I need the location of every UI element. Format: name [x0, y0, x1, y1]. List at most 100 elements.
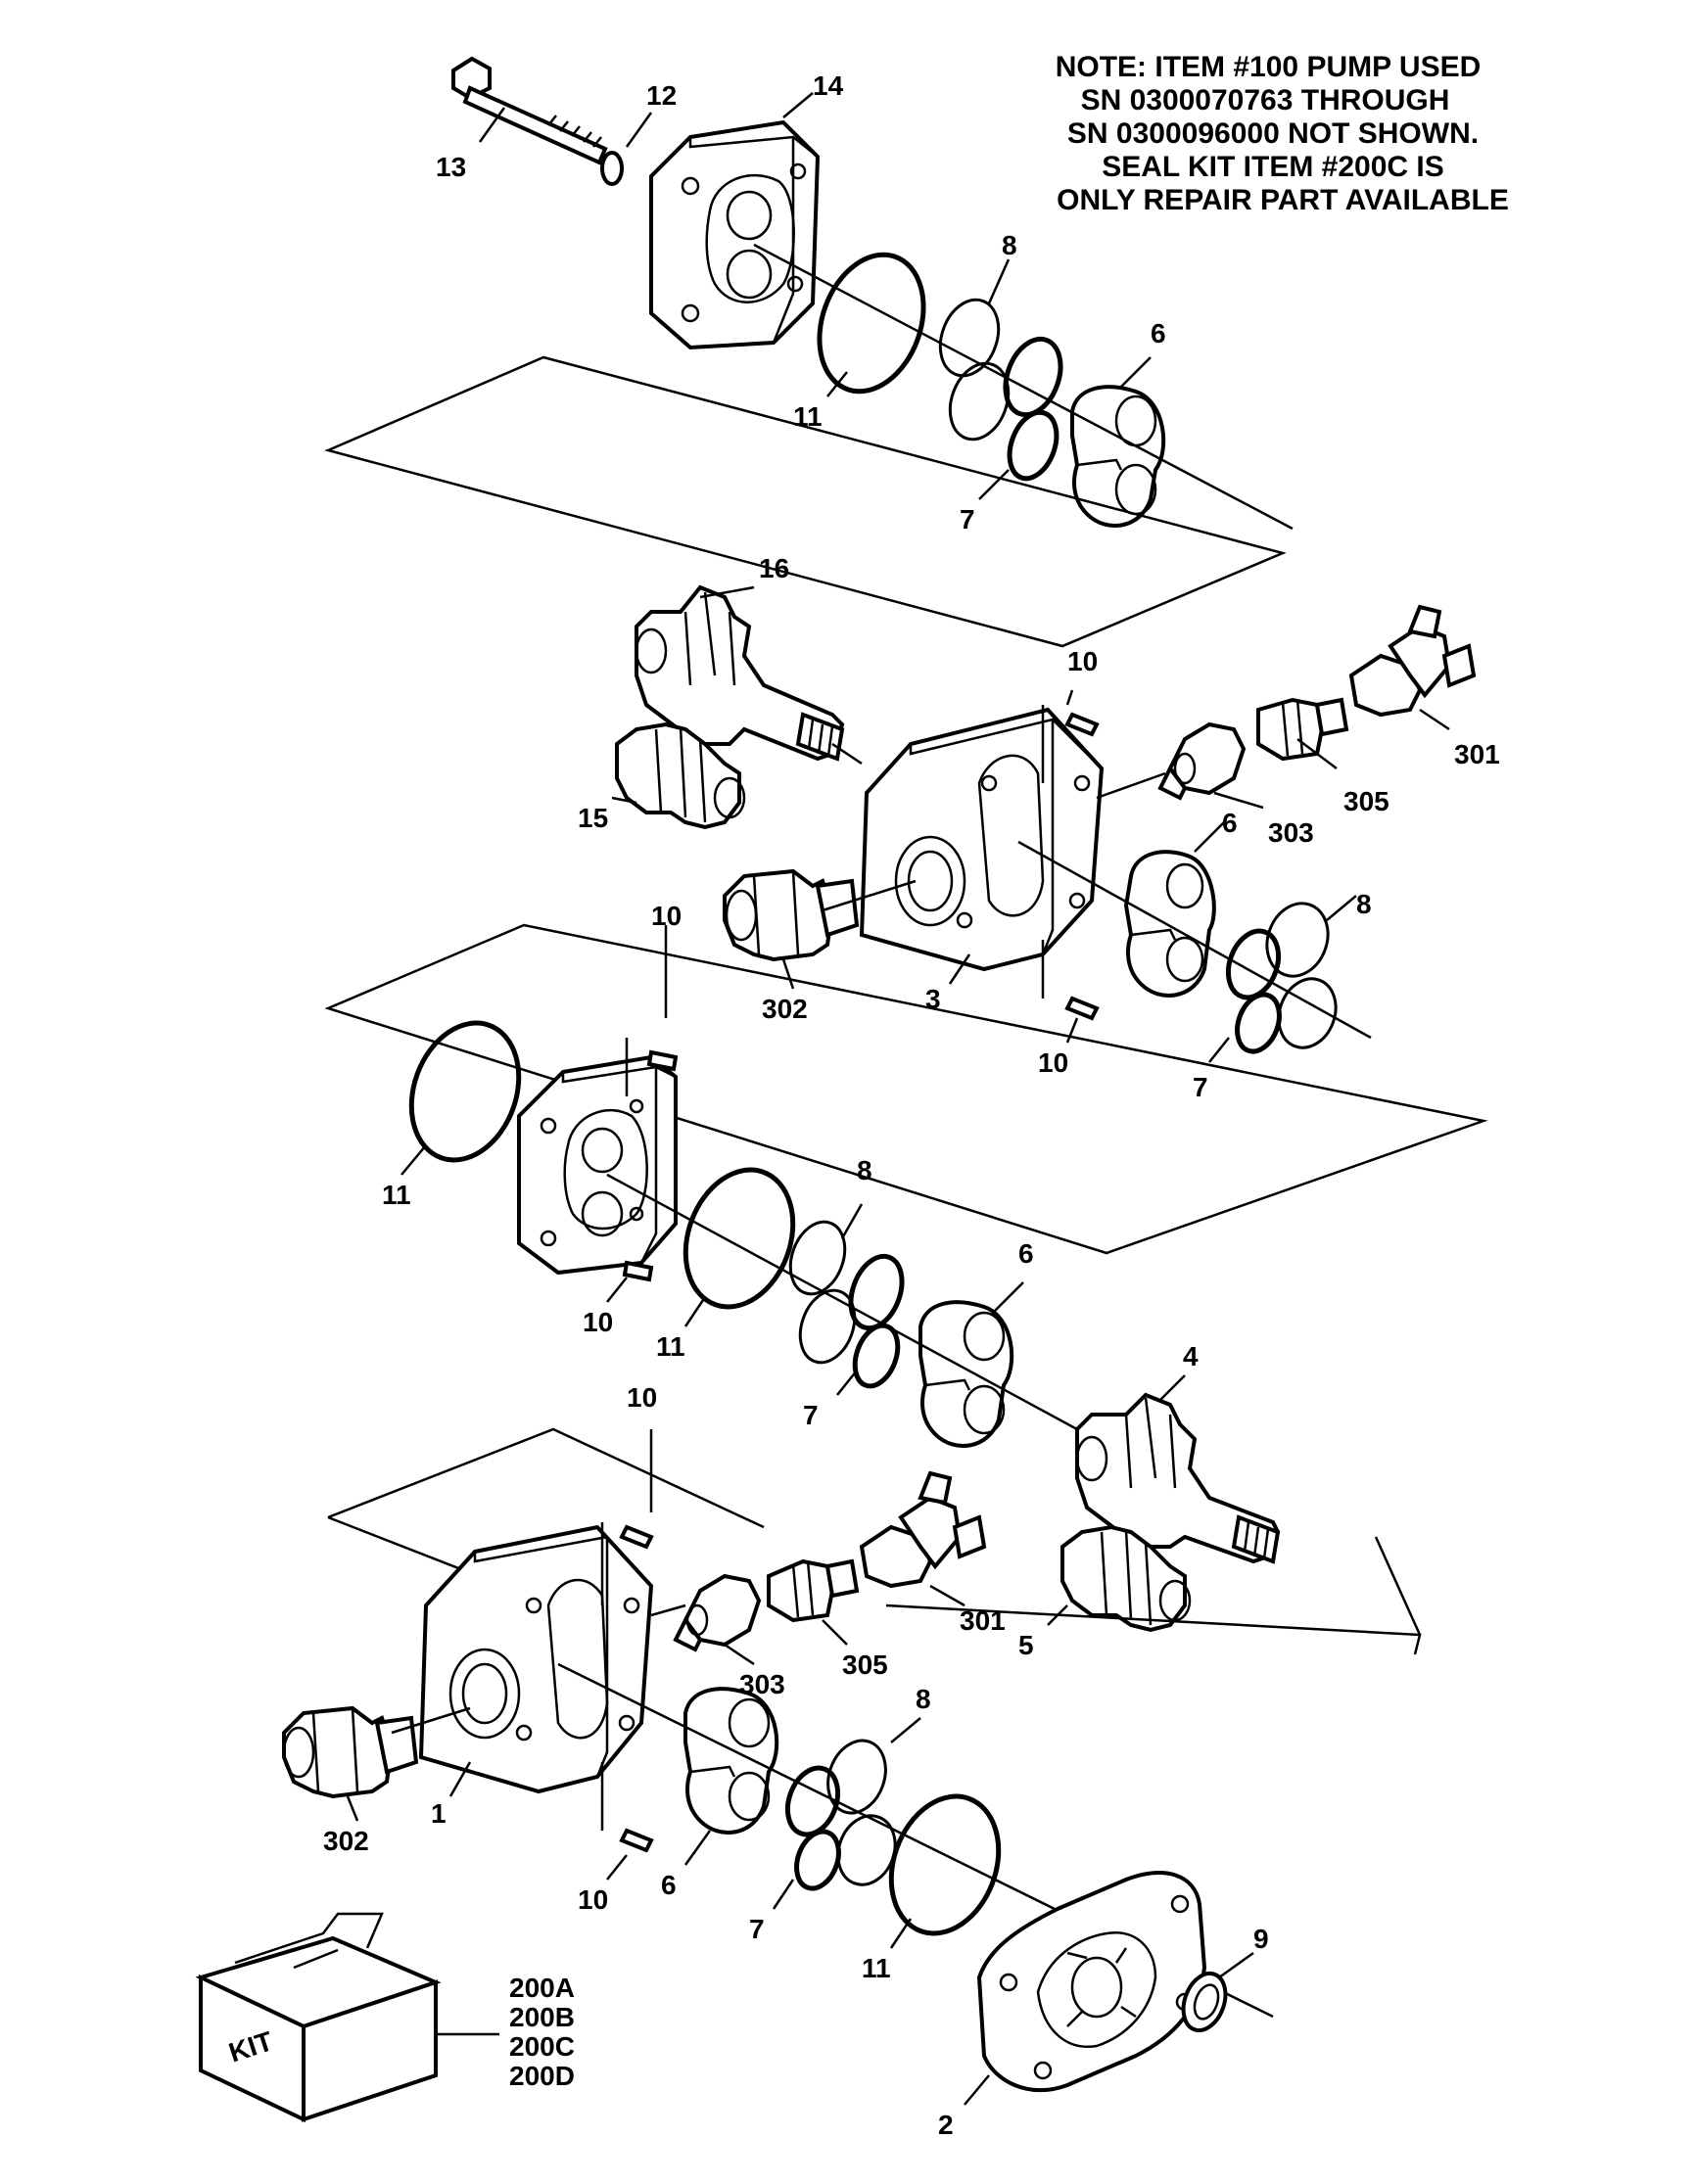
callout-10-plate-bottom: 10	[583, 1307, 613, 1337]
axis-line-upper-ports	[1096, 771, 1166, 800]
wear-plate	[517, 1054, 678, 1276]
callout-305-lower: 305	[842, 1650, 888, 1680]
axis-line-top	[753, 243, 1294, 531]
fitting-303-upper	[1157, 721, 1247, 801]
bearing-block-6-third	[918, 1300, 1014, 1448]
callout-10-middle-bottom: 10	[1038, 1047, 1068, 1078]
pump-housing-3	[859, 707, 1105, 972]
callout-10-housing-top: 10	[627, 1382, 657, 1413]
callout-305-upper: 305	[1343, 786, 1389, 816]
dowel-pin-10-housing-top	[619, 1524, 654, 1550]
dowel-pin-10-upper	[1064, 712, 1100, 737]
callout-labels: 13 12 14 8 6 11 7 16 10 301 305 303 15 6…	[323, 70, 1500, 2140]
callout-16: 16	[759, 553, 789, 583]
bearing-block-6-second	[1123, 850, 1216, 998]
dowel-pin-10-lower	[1064, 996, 1100, 1021]
assembly-frame-lower	[327, 1427, 1422, 1655]
callout-10-plate-top: 10	[651, 901, 682, 931]
o-ring-11-middle	[683, 1167, 796, 1310]
callout-5: 5	[1018, 1630, 1034, 1660]
callout-11-lower: 11	[862, 1953, 891, 1983]
gear-15	[615, 721, 746, 830]
callout-301-lower: 301	[960, 1605, 1006, 1636]
o-ring-11-lower	[888, 1793, 1002, 1936]
axis-line-middle	[606, 1173, 1078, 1431]
kit-item-200c: 200C	[509, 2031, 575, 2062]
end-cover-2	[976, 1871, 1207, 2093]
callout-6-second: 6	[1222, 808, 1238, 838]
gear-5	[1060, 1524, 1192, 1633]
fitting-303-lower	[673, 1573, 762, 1652]
o-ring-11-top	[817, 252, 926, 395]
kit-item-200a: 200A	[509, 1973, 575, 2003]
fitting-305-lower	[767, 1558, 860, 1623]
callout-11-middle-left: 11	[382, 1180, 411, 1210]
note-line-5: ONLY REPAIR PART AVAILABLE	[1057, 184, 1509, 216]
callout-12: 12	[646, 80, 677, 111]
callout-4: 4	[1183, 1341, 1199, 1371]
callout-302-lower: 302	[323, 1826, 369, 1856]
callout-6-lower: 6	[661, 1870, 677, 1900]
callout-2: 2	[938, 2110, 954, 2140]
seal-kit-box: KIT	[195, 1912, 442, 2123]
callout-15: 15	[578, 803, 608, 833]
callout-301-upper: 301	[1454, 739, 1500, 769]
callout-14: 14	[813, 70, 844, 101]
axis-line-upper-fitting	[822, 879, 917, 912]
washer-12	[600, 151, 624, 186]
dowel-pin-10-plate-top	[646, 1049, 679, 1072]
note-line-4: SEAL KIT ITEM #200C IS	[1102, 151, 1444, 183]
callout-303-lower: 303	[739, 1669, 785, 1699]
callout-11-middle: 11	[656, 1331, 685, 1362]
axis-line-upper-main	[1017, 840, 1372, 1040]
pump-housing-1	[418, 1524, 654, 1794]
fitting-301-upper	[1348, 604, 1477, 718]
kit-item-200b: 200B	[509, 2002, 575, 2032]
bolt-13	[451, 56, 608, 165]
note-line-3: SN 0300096000 NOT SHOWN.	[1067, 117, 1479, 150]
callout-9: 9	[1253, 1924, 1269, 1954]
fitting-302-lower	[282, 1705, 419, 1799]
callout-8-top: 8	[1002, 230, 1017, 260]
callout-8-lower: 8	[916, 1684, 931, 1714]
o-ring-11-middle-left	[408, 1020, 522, 1163]
note-line-2: SN 0300070763 THROUGH	[1081, 84, 1450, 116]
callout-13: 13	[436, 152, 466, 182]
seal-7-lower	[784, 1765, 841, 1891]
callout-11-top: 11	[793, 401, 823, 432]
bearing-block-6-top	[1070, 385, 1166, 528]
callout-7-second: 7	[1193, 1072, 1208, 1102]
callout-303-upper: 303	[1268, 817, 1314, 848]
callout-10-top: 10	[1067, 646, 1098, 676]
note-line-1: NOTE: ITEM #100 PUMP USED	[1056, 51, 1482, 83]
callout-302-upper: 302	[762, 994, 808, 1024]
fitting-301-lower	[859, 1470, 987, 1589]
end-cover-14	[649, 119, 821, 350]
kit-item-200d: 200D	[509, 2061, 575, 2091]
callout-7-third: 7	[803, 1400, 819, 1430]
callout-8-third: 8	[857, 1155, 872, 1185]
callout-6-top: 6	[1151, 318, 1166, 349]
dowel-pin-10-housing-bottom	[619, 1828, 654, 1853]
axis-line-lower-fitting	[391, 1706, 471, 1735]
seal-7-second	[1225, 928, 1282, 1054]
axis-line-lower-ports	[650, 1603, 686, 1617]
callout-3: 3	[925, 984, 941, 1014]
seal-7-top	[1003, 336, 1063, 482]
seal-8-second	[1265, 902, 1338, 1049]
callout-7-top: 7	[960, 504, 975, 534]
leader-lines	[346, 92, 1450, 2106]
assembly-frame-top	[324, 355, 1287, 648]
gear-shaft-4	[1075, 1392, 1281, 1564]
seal-8-top	[938, 298, 1011, 441]
callout-1: 1	[431, 1798, 447, 1829]
fitting-302-upper	[723, 868, 860, 962]
shaft-seal-9	[1181, 1971, 1228, 2033]
axis-line-upper-shaft	[831, 742, 863, 766]
callout-10-housing-bottom: 10	[578, 1884, 608, 1915]
fitting-305-upper	[1256, 697, 1349, 762]
callout-7-lower: 7	[749, 1914, 765, 1944]
callout-8-second: 8	[1356, 889, 1372, 919]
dowel-pin-10-plate-bottom	[622, 1260, 654, 1282]
